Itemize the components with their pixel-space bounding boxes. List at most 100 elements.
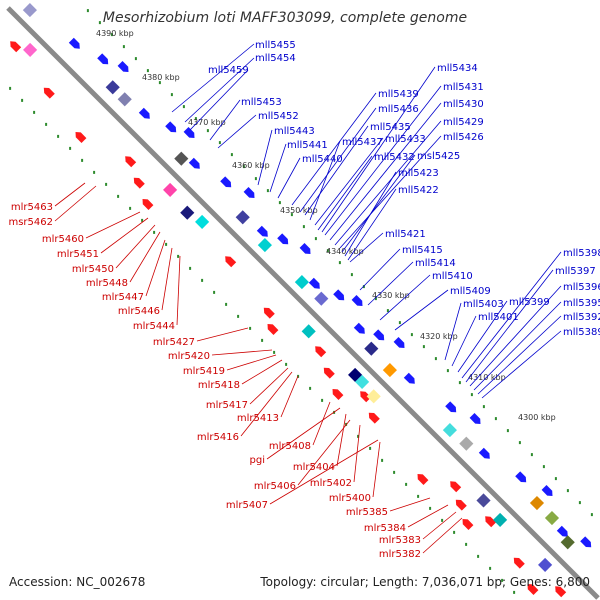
gene-block	[23, 42, 38, 57]
forward-gene-arrow	[220, 176, 232, 188]
guide-dot	[554, 477, 557, 481]
forward-gene-arrow	[117, 61, 129, 72]
guide-dot	[189, 266, 192, 270]
leader-line	[341, 154, 416, 253]
guide-dot	[213, 290, 216, 294]
guide-dot	[165, 242, 168, 246]
gene-label-reverse: mlr5420	[168, 351, 210, 362]
guide-dot	[381, 458, 384, 462]
leader-line	[266, 407, 341, 460]
gene-label-reverse: mlr5417	[206, 400, 248, 411]
gene-label-reverse: mlr5383	[379, 535, 421, 546]
gene-label-forward: mll5455	[255, 40, 296, 51]
leader-line	[171, 43, 255, 113]
gene-label-forward: mll5423	[398, 168, 439, 179]
gene-label-reverse: mlr5407	[226, 500, 268, 511]
reverse-gene-arrow	[10, 41, 22, 53]
leader-line	[211, 349, 273, 356]
leader-line	[444, 302, 462, 361]
forward-gene-arrow	[97, 53, 109, 65]
reverse-gene-arrow	[125, 156, 137, 168]
gene-label-reverse: mlr5400	[329, 493, 371, 504]
leader-line	[257, 129, 273, 186]
leader-line	[477, 315, 562, 395]
gene-label-forward: mll5431	[443, 82, 484, 93]
gene-label-forward: mll5440	[302, 154, 343, 165]
leader-line	[115, 224, 156, 269]
guide-dot	[254, 177, 257, 181]
gene-label-forward: mll5439	[378, 89, 419, 100]
guide-dot	[129, 206, 132, 210]
guide-dot	[513, 590, 516, 594]
guide-dot	[470, 393, 473, 397]
leader-line	[209, 99, 241, 141]
leader-line	[469, 285, 562, 387]
gene-label-forward: mll5409	[450, 286, 491, 297]
gene-label-forward: mll5421	[385, 229, 426, 240]
guide-dot	[98, 21, 101, 25]
reverse-gene-arrow	[485, 516, 497, 528]
guide-dot	[309, 386, 312, 390]
leader-line	[277, 157, 301, 199]
genome-backbone	[6, 6, 600, 600]
guide-dot	[566, 489, 569, 493]
gene-label-forward: mll5435	[370, 122, 411, 133]
gene-block	[180, 205, 195, 220]
gene-block	[257, 238, 272, 253]
forward-gene-arrow	[353, 322, 365, 334]
gene-label-forward: mll5389	[563, 327, 600, 338]
gene-block	[366, 389, 381, 404]
guide-dot	[237, 314, 240, 318]
gene-label-forward: mll5395	[563, 298, 600, 309]
guide-dot	[134, 57, 137, 61]
forward-gene-arrow	[299, 243, 311, 254]
map-title: Mesorhizobium loti MAFF303099, complete …	[103, 10, 467, 26]
gene-block	[105, 80, 120, 95]
gene-block	[476, 493, 491, 508]
guide-dot	[374, 297, 377, 301]
guide-dot	[242, 165, 245, 169]
leader-line	[461, 251, 562, 379]
gene-label-reverse: mlr5419	[183, 366, 225, 377]
guide-dot	[398, 321, 401, 325]
gene-label-forward: mll5401	[478, 312, 519, 323]
gene-label-forward: mll5426	[443, 132, 484, 143]
guide-dot	[285, 362, 288, 366]
leader-line	[269, 143, 287, 193]
gene-label-forward: mll5414	[415, 258, 456, 269]
guide-dot	[69, 146, 72, 150]
guide-dot	[194, 117, 197, 121]
gene-label-reverse: mlr5450	[72, 264, 114, 275]
reverse-gene-arrow	[332, 389, 344, 400]
reverse-gene-arrow	[360, 391, 372, 403]
gene-block	[529, 495, 545, 511]
gene-label-forward: mll5437	[342, 137, 383, 148]
gene-label-reverse: mlr5463	[11, 202, 53, 213]
guide-dot	[417, 494, 420, 498]
gene-label-forward: mll5399	[509, 297, 550, 308]
guide-dot	[105, 182, 108, 186]
reverse-gene-arrow	[133, 177, 145, 189]
guide-dot	[117, 194, 120, 198]
kbp-tick-label: 4390 kbp	[96, 29, 134, 38]
reverse-gene-arrow	[225, 256, 237, 268]
guide-dot	[326, 249, 329, 253]
forward-gene-arrow	[469, 413, 481, 424]
leader-line	[407, 504, 449, 528]
leader-line	[304, 125, 369, 216]
guide-dot	[81, 158, 84, 162]
kbp-scale: 4390 kbp 4380 kbp 4370 kbp 4360 kbp 4350…	[96, 29, 556, 422]
leader-line	[269, 439, 379, 505]
gene-label-reverse: mlr5384	[364, 523, 406, 534]
gene-label-reverse: mlr5448	[86, 278, 128, 289]
leader-line	[176, 255, 181, 326]
gene-label-forward: mll5432	[374, 152, 415, 163]
guide-dot	[393, 470, 396, 474]
gene-block	[382, 363, 397, 378]
guide-dot	[290, 213, 293, 217]
gene-label-reverse: mlr5408	[269, 441, 311, 452]
gene-label-forward: mll5433	[385, 134, 426, 145]
leader-line	[349, 232, 384, 263]
forward-gene-arrow	[183, 127, 195, 138]
